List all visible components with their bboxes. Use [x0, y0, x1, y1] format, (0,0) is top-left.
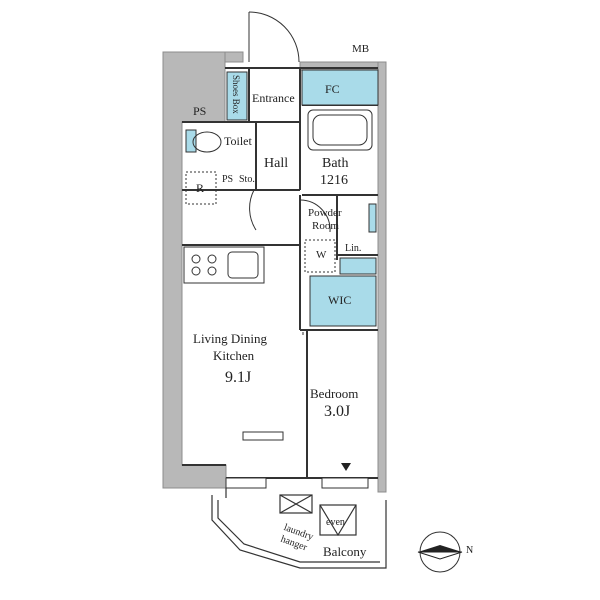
ldk-label-2: Kitchen	[213, 348, 255, 363]
bath-tub	[307, 109, 373, 151]
compass-n-label: N	[466, 545, 474, 556]
lin-shelf	[339, 257, 377, 275]
powder-room-label-1: Powder	[308, 207, 342, 219]
powder-shelf	[368, 203, 377, 233]
ps-small-label: PS	[222, 174, 234, 185]
mb-label: MB	[352, 43, 370, 55]
bath-label: Bath	[322, 156, 349, 171]
toilet-bowl	[192, 131, 222, 153]
fc-label: FC	[325, 82, 340, 96]
entrance-label: Entrance	[252, 91, 295, 105]
refrigerator-label: R	[196, 181, 205, 195]
refrigerator-box	[185, 171, 217, 205]
wic-label: WIC	[328, 293, 352, 307]
wic-closet	[309, 275, 377, 327]
ldk-label-1: Living Dining	[193, 331, 268, 346]
shoes-box-label: Shoes Box	[231, 75, 241, 114]
even-label: even	[326, 517, 345, 528]
kitchen-counter	[183, 246, 265, 284]
toilet-tank	[185, 129, 197, 153]
sink	[227, 251, 259, 279]
toilet-label: Toilet	[224, 134, 252, 148]
bedroom-size-label: 3.0J	[324, 403, 351, 420]
powder-room-label-2: Room	[312, 220, 339, 232]
balcony-outline	[211, 488, 387, 569]
ps-top-label: PS	[193, 104, 207, 118]
bedroom-marker	[341, 463, 351, 471]
washer-label: W	[316, 249, 327, 261]
compass-arrow	[417, 531, 463, 573]
fc-closet	[301, 69, 379, 106]
balcony-label: Balcony	[323, 544, 367, 559]
lin-label: Lin.	[345, 243, 362, 254]
right-wall-column	[377, 61, 387, 493]
entrance-door	[248, 11, 300, 63]
shoes-box	[226, 71, 248, 121]
sto-label: Sto.	[239, 174, 255, 185]
storage-areas	[185, 69, 379, 327]
ldk-size-label: 9.1J	[225, 369, 252, 386]
top-wall-strip	[224, 51, 244, 63]
washer-pan	[304, 239, 336, 273]
balcony-vent	[279, 494, 313, 514]
fixtures	[183, 109, 373, 489]
bedroom-label: Bedroom	[310, 386, 359, 401]
hall-label: Hall	[264, 156, 289, 171]
bath-size-label: 1216	[320, 173, 348, 188]
